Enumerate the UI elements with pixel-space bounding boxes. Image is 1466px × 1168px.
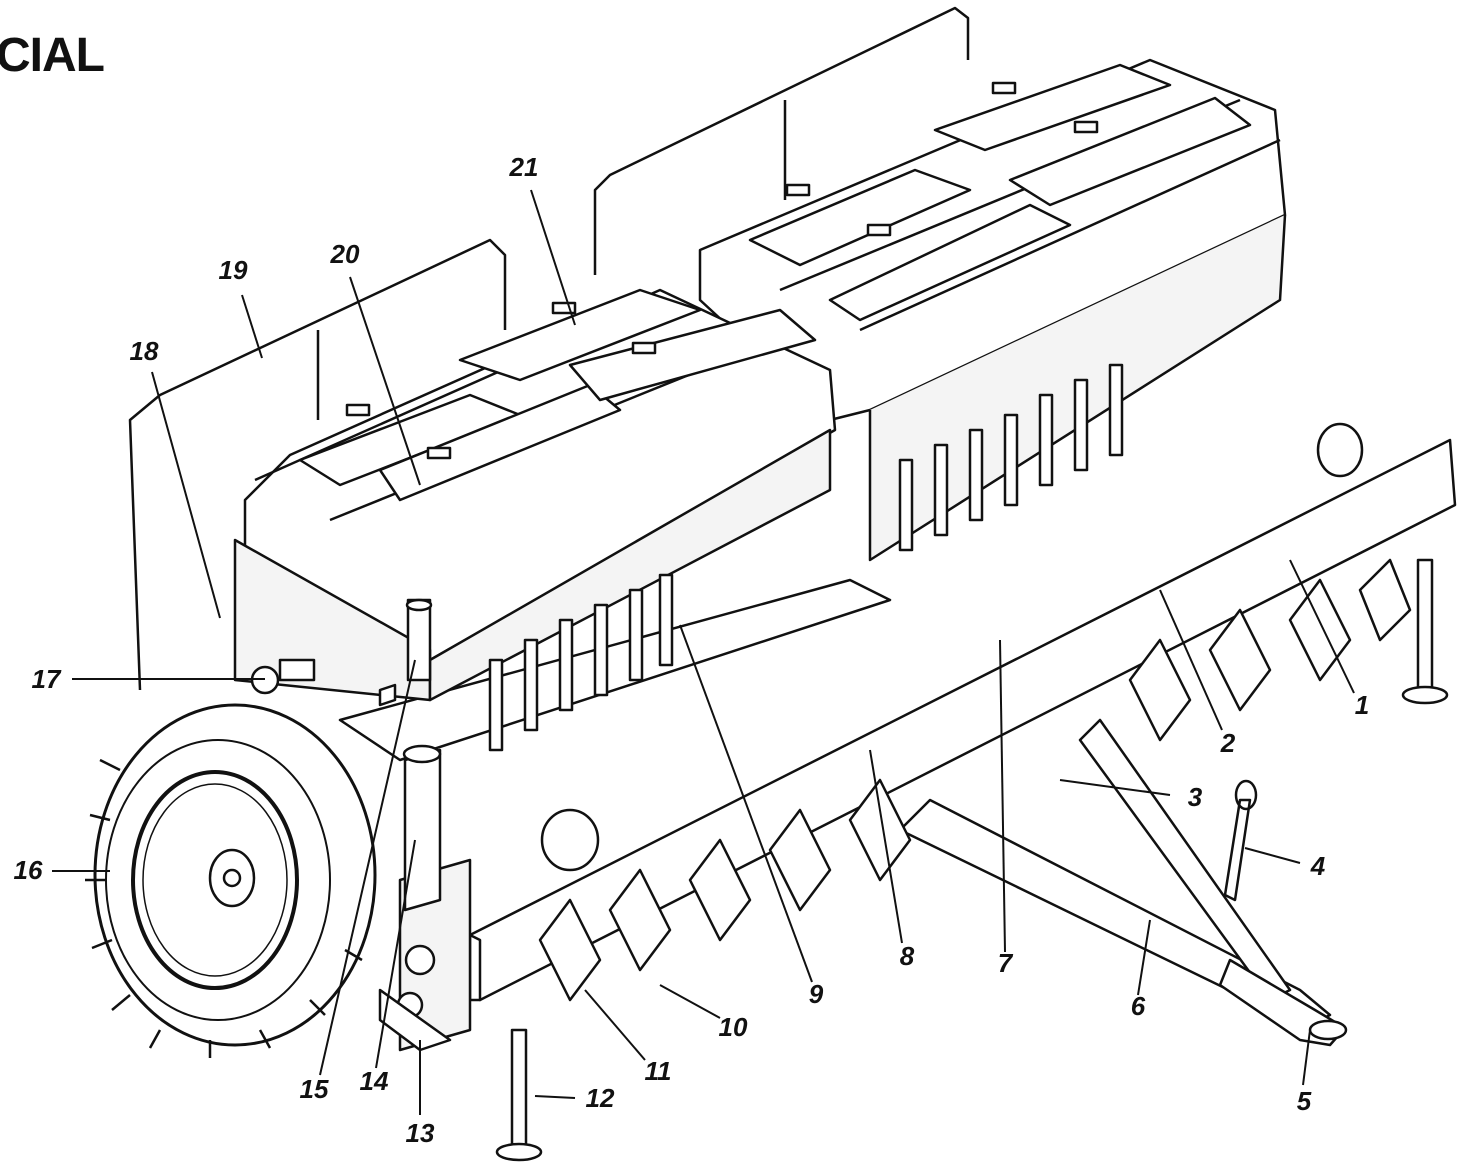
leader-line-6 (1137, 919, 1151, 996)
callout-5: 5 (1297, 1086, 1312, 1116)
callout-4: 4 (1310, 851, 1326, 881)
leader-lines (52, 189, 1355, 1115)
leader-line-10 (659, 984, 721, 1019)
leader-line-14 (375, 839, 416, 1069)
callout-11: 11 (645, 1056, 672, 1086)
leader-line-12 (534, 1095, 576, 1099)
callout-18: 18 (130, 336, 159, 366)
machine-illustration (85, 6, 1457, 1162)
leader-line-3 (1059, 779, 1171, 796)
callout-13: 13 (406, 1118, 435, 1148)
callout-15: 15 (300, 1074, 329, 1104)
callout-6: 6 (1131, 991, 1146, 1021)
callout-10: 10 (719, 1012, 748, 1042)
leader-line-11 (584, 989, 646, 1061)
leader-line-19 (241, 294, 263, 359)
end-plate (378, 422, 1364, 1052)
lid-handles (345, 81, 1099, 460)
callout-3: 3 (1188, 782, 1203, 812)
leader-line-7 (999, 639, 1006, 953)
callout-12: 12 (586, 1083, 615, 1113)
page-title: CIAL (0, 29, 105, 82)
callout-9: 9 (809, 979, 824, 1009)
callout-17: 17 (32, 664, 62, 694)
callout-20: 20 (330, 239, 360, 269)
leader-line-9 (679, 624, 813, 983)
callout-14: 14 (360, 1066, 389, 1096)
leader-line-2 (1159, 589, 1223, 731)
callout-16: 16 (14, 855, 43, 885)
leader-line-18 (151, 371, 221, 619)
leader-line-5 (1302, 1029, 1311, 1086)
transport-wheel (85, 703, 377, 1058)
leader-line-21 (530, 189, 576, 326)
jack-stands (495, 558, 1449, 1162)
hitch-tongue (898, 718, 1348, 1047)
callout-21: 21 (509, 152, 539, 182)
callout-2: 2 (1220, 728, 1236, 758)
safety-rail (128, 6, 970, 691)
callout-19: 19 (219, 255, 248, 285)
leader-line-20 (349, 276, 421, 486)
seed-hopper-far (698, 58, 1287, 562)
seed-tubes (488, 363, 1124, 752)
leader-line-8 (869, 749, 903, 944)
leader-line-1 (1289, 559, 1355, 694)
leader-line-15 (319, 659, 416, 1076)
callout-7: 7 (998, 948, 1014, 978)
leader-line-4 (1244, 847, 1301, 864)
callout-1: 1 (1355, 690, 1369, 720)
callout-8: 8 (900, 941, 915, 971)
